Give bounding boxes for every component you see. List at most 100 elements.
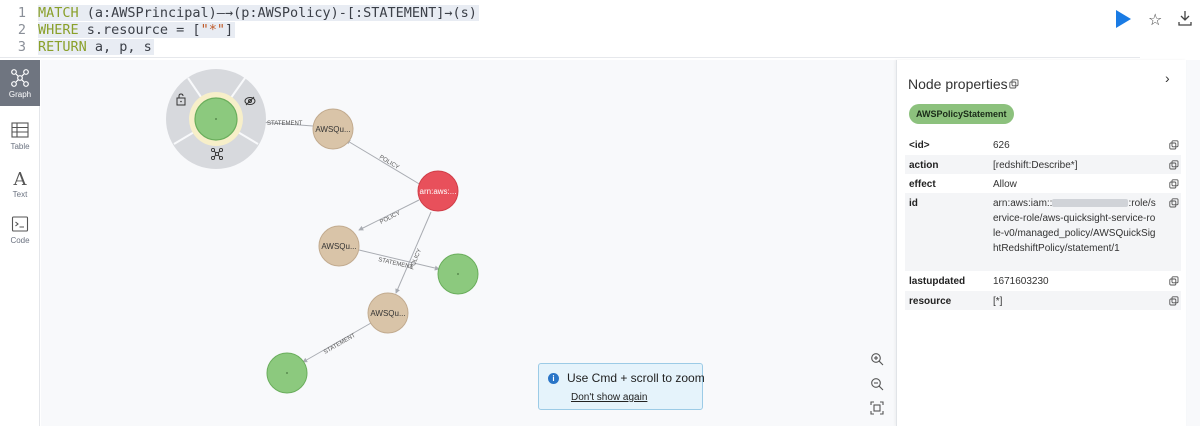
graph-canvas[interactable]: STATEMENT POLICY POLICY STATEMENT POLICY… [41,60,896,426]
node-statement-3[interactable] [266,352,308,394]
redacted-account-id [1052,199,1129,208]
copy-icon[interactable] [1169,179,1179,189]
zoom-hint-toast: i Use Cmd + scroll to zoom Don't show ag… [538,363,705,410]
edge-policy-3[interactable] [395,211,432,294]
sidebar-item-text[interactable]: A Text [0,160,40,206]
eye-off-icon[interactable] [244,96,256,106]
lock-icon[interactable] [176,93,186,106]
chevron-right-icon: › [1165,70,1170,86]
graph-svg: STATEMENT POLICY POLICY STATEMENT POLICY… [166,69,479,394]
editor-line[interactable]: 3 RETURN a, p, s [0,38,154,57]
property-row: <id> 626 [905,135,1181,155]
edge-statement-2[interactable] [358,249,440,271]
sidebar-item-label: Code [10,236,30,245]
node-policy-1[interactable]: AWSQu... [312,108,354,150]
copy-icon[interactable] [1009,79,1019,89]
code-text[interactable]: MATCH (a:AWSPrincipal)—→(p:AWSPolicy)-[:… [38,5,479,21]
property-value: [*] [993,296,1003,307]
zoom-out-button[interactable] [870,377,884,391]
node-label-badge[interactable]: AWSPolicyStatement [909,104,1014,124]
editor-line[interactable]: 1 MATCH (a:AWSPrincipal)—→(p:AWSPolicy)-[… [0,4,479,23]
edge-statement-3[interactable] [302,322,372,363]
cypher-keyword: WHERE [38,22,79,38]
node-policy-3[interactable]: AWSQu... [367,292,409,334]
edge-label: POLICY [379,210,401,225]
expand-icon[interactable] [210,147,224,161]
property-key: action [909,160,939,171]
edge-label: STATEMENT [267,121,303,127]
property-key: <id> [909,140,930,151]
favorite-button[interactable]: ☆ [1148,10,1162,30]
edge-label: POLICY [409,248,423,271]
code-text[interactable]: WHERE s.resource = ["*"] [38,22,236,38]
property-row: action [redshift:Describe*] [905,155,1181,174]
property-row: lastupdated 1671603230 [905,271,1181,291]
node-label: AWSQu... [370,309,405,318]
node-principal[interactable]: arn:aws:... [417,170,459,212]
code-text[interactable]: RETURN a, p, s [38,39,154,55]
run-query-button[interactable] [1114,9,1132,29]
play-icon [1116,10,1131,28]
cypher-keyword: MATCH [38,5,79,21]
dont-show-again-link[interactable]: Don't show again [571,392,648,403]
editor-line[interactable]: 2 WHERE s.resource = ["*"] [0,21,236,40]
text-icon: A [13,169,28,188]
graph-icon [11,69,29,87]
star-icon: ☆ [1148,12,1163,29]
sidebar-item-graph[interactable]: Graph [0,60,40,106]
property-value: [redshift:Describe*] [993,160,1078,171]
property-row: effect Allow [905,174,1181,193]
cypher-token: ] [224,22,234,38]
line-number: 1 [17,5,26,21]
panel-title: Node properties [908,76,1008,92]
query-editor[interactable]: 1 MATCH (a:AWSPrincipal)—→(p:AWSPolicy)-[… [0,0,1192,58]
property-value: 626 [993,140,1010,151]
line-number: 3 [17,39,26,55]
sidebar-item-table[interactable]: Table [0,112,40,158]
copy-icon[interactable] [1169,198,1179,208]
cypher-token: s.resource = [ [78,22,201,38]
sidebar-item-label: Graph [8,90,32,99]
property-value: Allow [993,179,1017,190]
edge-statement-1[interactable] [258,121,314,127]
cypher-token: (a:AWSPrincipal)—→(p:AWSPolicy)-[:STATEM… [78,5,477,21]
edge-policy-2[interactable] [358,199,420,231]
copy-icon[interactable] [1169,276,1179,286]
node-label: AWSQu... [321,242,356,251]
toast-message: Use Cmd + scroll to zoom [567,371,705,385]
view-mode-sidebar: Graph Table A Text Code [0,60,40,426]
fit-to-screen-button[interactable] [870,401,884,415]
id-suffix: :role/service-role/aws-quicksight-servic… [993,198,1156,254]
graph-canvas-edge [1186,60,1200,426]
info-icon: i [548,373,559,384]
download-icon [1178,11,1192,26]
line-number: 2 [17,22,26,38]
property-row: resource [*] [905,291,1181,310]
table-icon [11,122,29,138]
node-context-menu[interactable] [166,69,266,169]
sidebar-item-label: Table [10,142,30,151]
node-policy-2[interactable]: AWSQu... [318,225,360,267]
property-value: arn:aws:iam:::role/service-role/aws-quic… [993,196,1157,256]
properties-table: <id> 626 action [redshift:Describe*] eff… [905,135,1181,310]
property-value: 1671603230 [993,276,1049,287]
id-prefix: arn:aws:iam:: [993,198,1053,209]
edge-label: POLICY [378,155,400,171]
copy-icon[interactable] [1169,140,1179,150]
collapse-panel-button[interactable]: › [1165,70,1170,86]
property-key: effect [909,179,936,190]
copy-icon[interactable] [1169,160,1179,170]
cypher-token: a, p, s [86,39,152,55]
node-properties-panel: Node properties › AWSPolicyStatement <id… [896,60,1186,426]
node-statement-2[interactable] [437,253,479,295]
property-key: lastupdated [909,276,966,287]
edge-policy-1[interactable] [345,139,422,186]
zoom-in-button[interactable] [870,352,884,366]
node-label: AWSQu... [315,125,350,134]
download-button[interactable] [1178,10,1192,26]
copy-icon[interactable] [1169,296,1179,306]
node-label: arn:aws:... [420,187,457,196]
code-icon [11,216,29,232]
sidebar-item-label: Text [12,190,28,199]
sidebar-item-code[interactable]: Code [0,206,40,252]
